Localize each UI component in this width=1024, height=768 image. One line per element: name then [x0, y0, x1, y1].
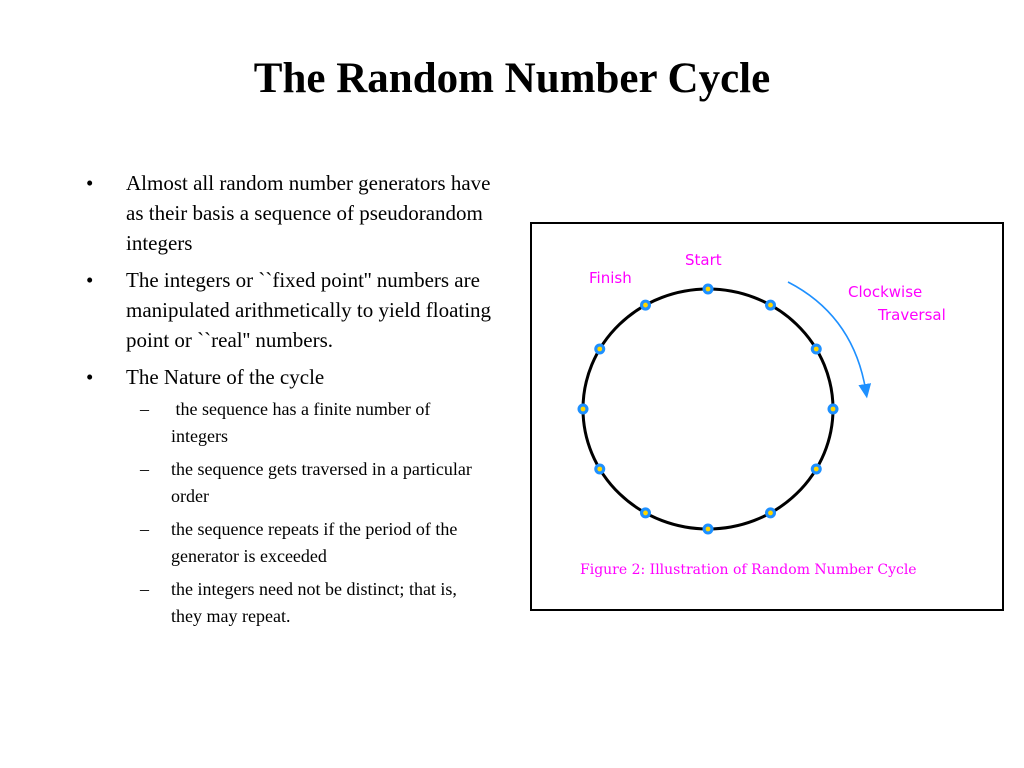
bullet-marker: • — [86, 268, 94, 292]
finish-label: Finish — [589, 269, 632, 287]
sub-bullet-text: the sequence gets traversed in a particu… — [171, 459, 477, 506]
cycle-diagram: Start Finish Clockwise Traversal Figure … — [577, 251, 946, 578]
clockwise-arrow — [787, 281, 872, 399]
cycle-node-center — [813, 466, 819, 472]
sub-bullet-marker: – — [140, 579, 149, 599]
slide-title: The Random Number Cycle — [253, 55, 771, 102]
sub-bullet-item: – the sequence gets traversed in a parti… — [126, 456, 491, 510]
bullet-marker: • — [86, 365, 94, 389]
bullet-item: • The integers or ``fixed point'' number… — [84, 265, 504, 355]
figure-caption: Figure 2: Illustration of Random Number … — [580, 562, 917, 578]
cycle-node-center — [813, 346, 819, 352]
cycle-node-center — [643, 510, 648, 516]
cycle-node-center — [768, 302, 773, 308]
sub-bullet-marker: – — [140, 399, 149, 419]
bullet-item: • Almost all random number generators ha… — [84, 168, 504, 258]
traversal-label: Traversal — [877, 306, 946, 324]
clockwise-label: Clockwise — [848, 283, 922, 301]
sub-bullet-text: the sequence has a finite number of inte… — [171, 399, 435, 446]
bullet-list: • Almost all random number generators ha… — [84, 168, 504, 637]
cycle-node-center — [597, 466, 603, 472]
node-layer — [577, 283, 839, 535]
bullet-item: • The Nature of the cycle – the sequence… — [84, 362, 504, 630]
bullet-text: The Nature of the cycle — [126, 365, 325, 389]
cycle-ring — [581, 287, 835, 531]
cycle-node-center — [580, 406, 586, 412]
bullet-text: The integers or ``fixed point'' numbers … — [126, 268, 492, 352]
bullet-text: Almost all random number generators have… — [126, 171, 491, 255]
sub-bullet-item: – the sequence has a finite number of in… — [126, 396, 491, 450]
start-label: Start — [685, 251, 722, 269]
sub-bullet-item: – the integers need not be distinct; tha… — [126, 576, 491, 630]
sub-bullet-marker: – — [140, 519, 149, 539]
cycle-node-center — [830, 406, 836, 412]
cycle-node-center — [643, 302, 648, 308]
cycle-node-center — [768, 510, 773, 516]
figure-frame: Start Finish Clockwise Traversal Figure … — [530, 222, 1004, 611]
cycle-node-center — [705, 526, 711, 532]
sub-bullet-text: the integers need not be distinct; that … — [171, 579, 462, 626]
sub-bullet-marker: – — [140, 459, 149, 479]
sub-bullet-text: the sequence repeats if the period of th… — [171, 519, 462, 566]
bullet-marker: • — [86, 171, 94, 195]
cycle-node-center — [705, 286, 711, 292]
sub-bullet-list: – the sequence has a finite number of in… — [126, 396, 504, 630]
sub-bullet-item: – the sequence repeats if the period of … — [126, 516, 491, 570]
cycle-node-center — [597, 346, 603, 352]
